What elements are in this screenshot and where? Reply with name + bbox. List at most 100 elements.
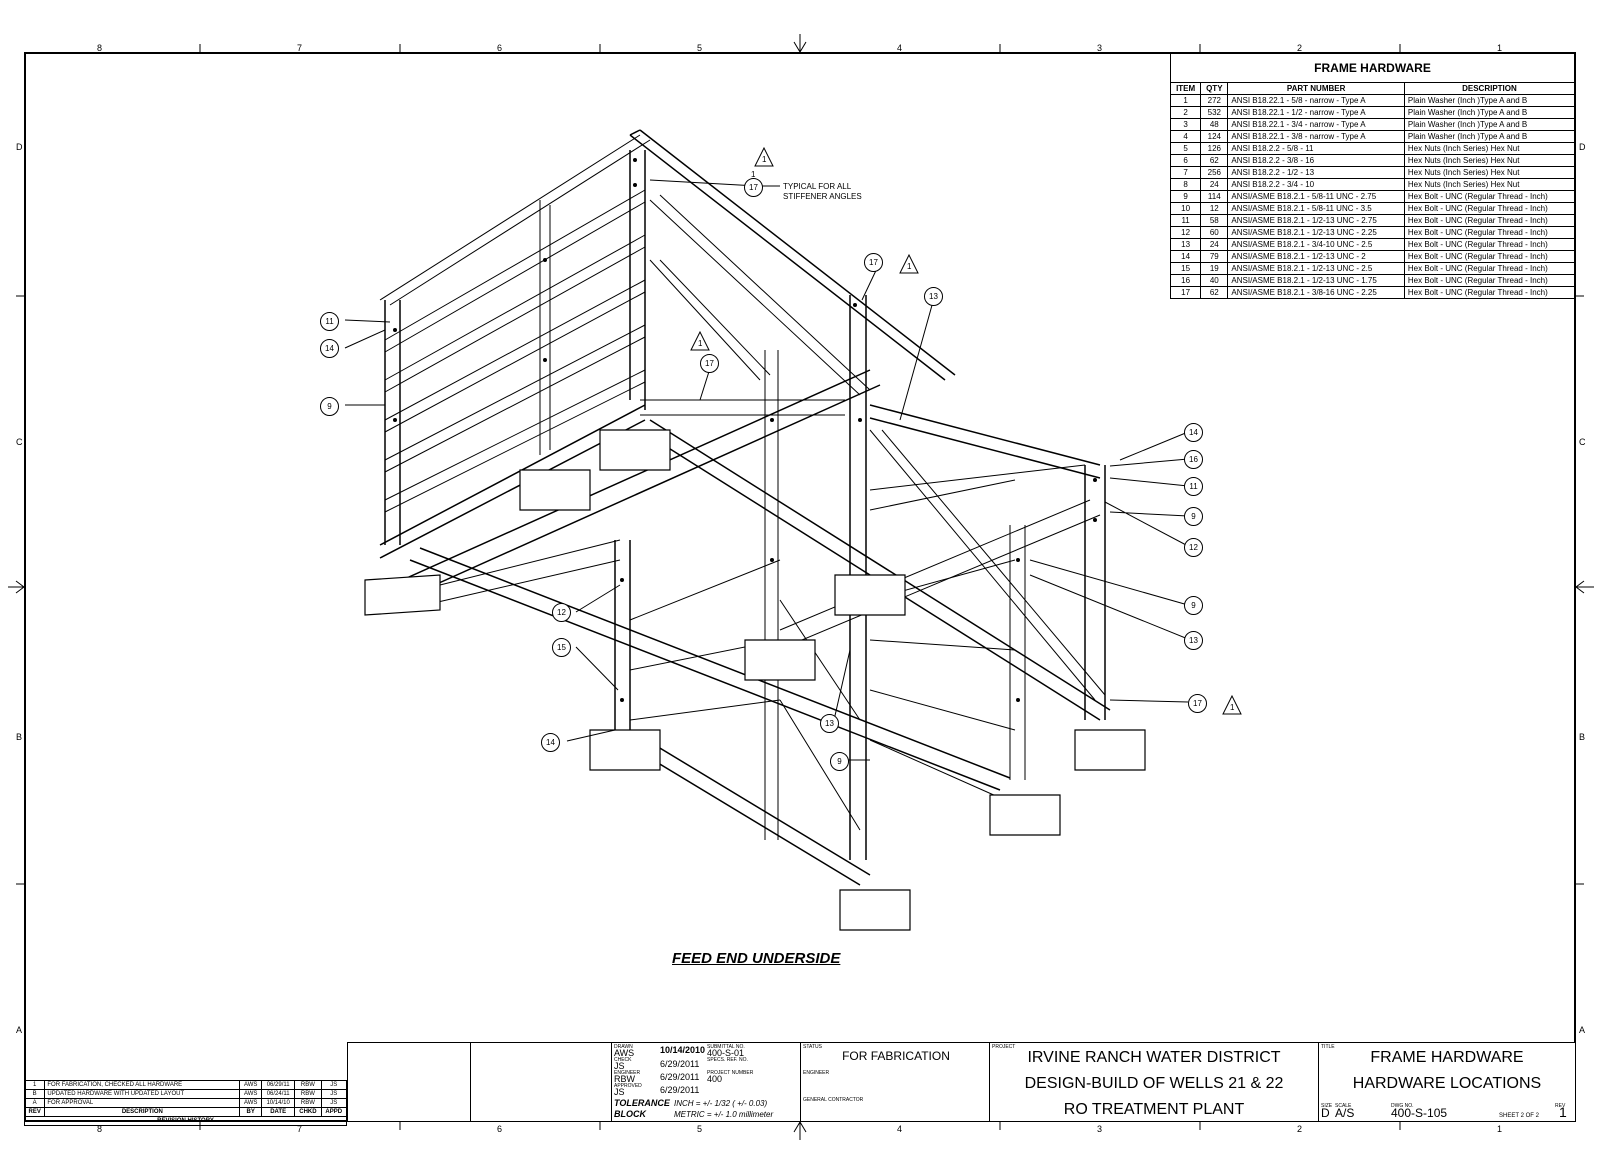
zone-row-b: B (16, 732, 23, 742)
part-number-cell: ANSI B18.22.1 - 3/4 - narrow - Type A (1227, 118, 1405, 131)
zone-col-5-bottom: 5 (697, 1124, 703, 1134)
column-header: DESCRIPTION (1403, 82, 1576, 95)
project-number-value: 400 (707, 1074, 723, 1084)
drawing-title-block: TITLE FRAME HARDWARE HARDWARE LOCATIONS … (1318, 1042, 1576, 1122)
tolerance-metric: METRIC = +/- 1.0 millimeter (674, 1110, 774, 1119)
item-cell: 13 (1169, 238, 1202, 251)
engineer-by-value: RBW (614, 1074, 635, 1084)
part-number-cell: ANSI B18.22.1 - 3/8 - narrow - Type A (1227, 130, 1405, 143)
zone-col-5: 5 (697, 43, 703, 53)
blank-block (347, 1042, 471, 1122)
qty-cell: 48 (1200, 118, 1229, 131)
part-number-cell: ANSI/ASME B18.2.1 - 1/2-13 UNC - 2.25 (1227, 226, 1405, 239)
qty-cell: 24 (1200, 238, 1229, 251)
project-name-line: RO TREATMENT PLANT (1063, 1101, 1245, 1118)
appd-cell: JS (320, 1080, 348, 1090)
zone-row-b-right: B (1579, 732, 1586, 742)
column-header: QTY (1200, 82, 1229, 95)
part-number-cell: ANSI B18.2.2 - 5/8 - 11 (1227, 142, 1405, 155)
description-cell: Hex Nuts (Inch Series) Hex Nut (1403, 142, 1576, 155)
item-cell: 11 (1169, 214, 1202, 227)
scale-value: A/S (1335, 1106, 1355, 1120)
spec-ref-label: SPECS. REF. NO. (707, 1057, 748, 1063)
approved-date-value: 6/29/2011 (660, 1085, 700, 1095)
drawn-by-value: AWS (614, 1048, 635, 1058)
callout-bubble: 13 (820, 714, 839, 733)
description-cell: FOR FABRICATION, CHECKED ALL HARDWARE (44, 1080, 241, 1090)
zone-col-2-bottom: 2 (1297, 1124, 1303, 1134)
item-cell: 15 (1169, 262, 1202, 275)
part-number-cell: ANSI/ASME B18.2.1 - 3/8-16 UNC - 2.25 (1227, 286, 1405, 299)
drawing-title-line: FRAME HARDWARE (1370, 1049, 1524, 1066)
revision-triangle-mark: 1 (762, 155, 767, 164)
item-cell: 6 (1169, 154, 1202, 167)
callout-bubble: 14 (320, 339, 339, 358)
part-number-cell: ANSI B18.22.1 - 5/8 - narrow - Type A (1227, 94, 1405, 107)
item-cell: 4 (1169, 130, 1202, 143)
by-cell: AWS (239, 1089, 263, 1099)
title-label: TITLE (1321, 1044, 1335, 1050)
revision-triangle-mark: 1 (907, 262, 912, 271)
zone-row-d-right: D (1579, 142, 1586, 152)
item-cell: 16 (1169, 274, 1202, 287)
callout-bubble: 9 (1184, 507, 1203, 526)
zone-row-a-right: A (1579, 1025, 1586, 1035)
qty-cell: 19 (1200, 262, 1229, 275)
qty-cell: 62 (1200, 154, 1229, 167)
project-number-label: PROJECT NUMBER (707, 1070, 754, 1076)
callout-bubble: 9 (830, 752, 849, 771)
item-cell: 14 (1169, 250, 1202, 263)
description-cell: Hex Bolt - UNC (Regular Thread - Inch) (1403, 214, 1576, 227)
revision-triangle-mark: 1 (751, 170, 756, 179)
description-cell: Hex Bolt - UNC (Regular Thread - Inch) (1403, 202, 1576, 215)
callout-bubble: 15 (552, 638, 571, 657)
view-title: FEED END UNDERSIDE (672, 950, 841, 967)
part-number-cell: ANSI B18.22.1 - 1/2 - narrow - Type A (1227, 106, 1405, 119)
callout-bubble: 17 (700, 354, 719, 373)
item-cell: 5 (1169, 142, 1202, 155)
project-name-line: DESIGN-BUILD OF WELLS 21 & 22 (1024, 1075, 1284, 1092)
check-by-value: JS (614, 1061, 625, 1071)
engineer-date-value: 6/29/2011 (660, 1072, 700, 1082)
qty-cell: 40 (1200, 274, 1229, 287)
zone-col-3: 3 (1097, 43, 1103, 53)
qty-cell: 79 (1200, 250, 1229, 263)
project-block: PROJECT IRVINE RANCH WATER DISTRICT DESI… (989, 1042, 1319, 1122)
drawn-label: DRAWN (614, 1044, 633, 1050)
description-cell: Hex Bolt - UNC (Regular Thread - Inch) (1403, 262, 1576, 275)
column-header: ITEM (1169, 82, 1202, 95)
check-date-value: 6/29/2011 (660, 1059, 700, 1069)
check-label: CHECK (614, 1057, 632, 1063)
callout-bubble: 12 (552, 603, 571, 622)
callout-bubble: 17 (744, 178, 763, 197)
callout-bubble: 14 (541, 733, 560, 752)
part-number-cell: ANSI/ASME B18.2.1 - 1/2-13 UNC - 2.5 (1227, 262, 1405, 275)
rev-value: 1 (1559, 1104, 1567, 1120)
drawing-number-label: DWG NO. (1391, 1103, 1414, 1109)
item-cell: 8 (1169, 178, 1202, 191)
by-cell: AWS (239, 1098, 263, 1108)
part-number-cell: ANSI/ASME B18.2.1 - 5/8-11 UNC - 3.5 (1227, 202, 1405, 215)
zone-row-c-right: C (1579, 437, 1586, 447)
zone-row-c: C (16, 437, 23, 447)
column-header: APPD (320, 1107, 348, 1117)
description-cell: Hex Bolt - UNC (Regular Thread - Inch) (1403, 250, 1576, 263)
column-header: CHKD (294, 1107, 322, 1117)
qty-cell: 256 (1200, 166, 1229, 179)
